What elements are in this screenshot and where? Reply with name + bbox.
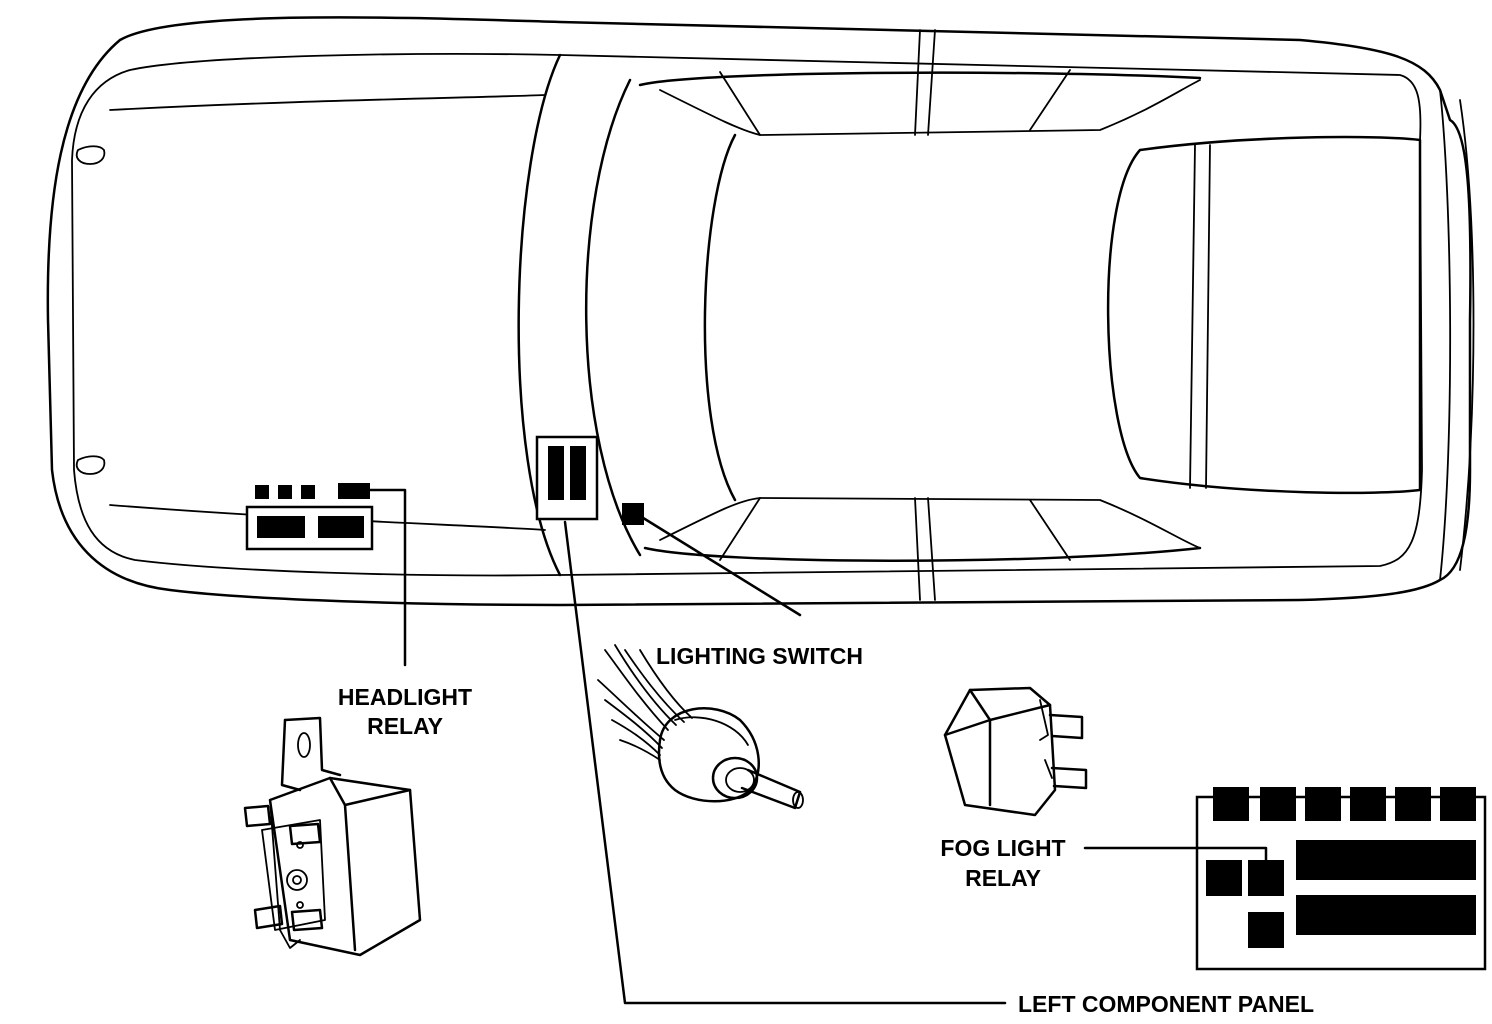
lighting-switch-location bbox=[622, 503, 802, 617]
left-component-panel-location bbox=[535, 435, 1007, 1005]
headlight-relay-label-line1: HEADLIGHT bbox=[338, 684, 472, 710]
headlight-relay-component bbox=[243, 716, 422, 957]
headlight-relay-label-line2: RELAY bbox=[367, 713, 443, 739]
car-top-view bbox=[46, 16, 1475, 607]
left-component-panel-label: LEFT COMPONENT PANEL bbox=[1018, 991, 1314, 1017]
fog-light-relay-label-line2: RELAY bbox=[965, 865, 1041, 891]
lighting-switch-component bbox=[597, 644, 804, 810]
headlight-relay-location bbox=[245, 483, 407, 667]
fog-light-relay-label-line1: FOG LIGHT bbox=[940, 835, 1065, 861]
lighting-switch-label: LIGHTING SWITCH bbox=[656, 643, 863, 669]
fog-light-relay-component bbox=[943, 686, 1088, 817]
component-panel-detail bbox=[1083, 787, 1487, 971]
